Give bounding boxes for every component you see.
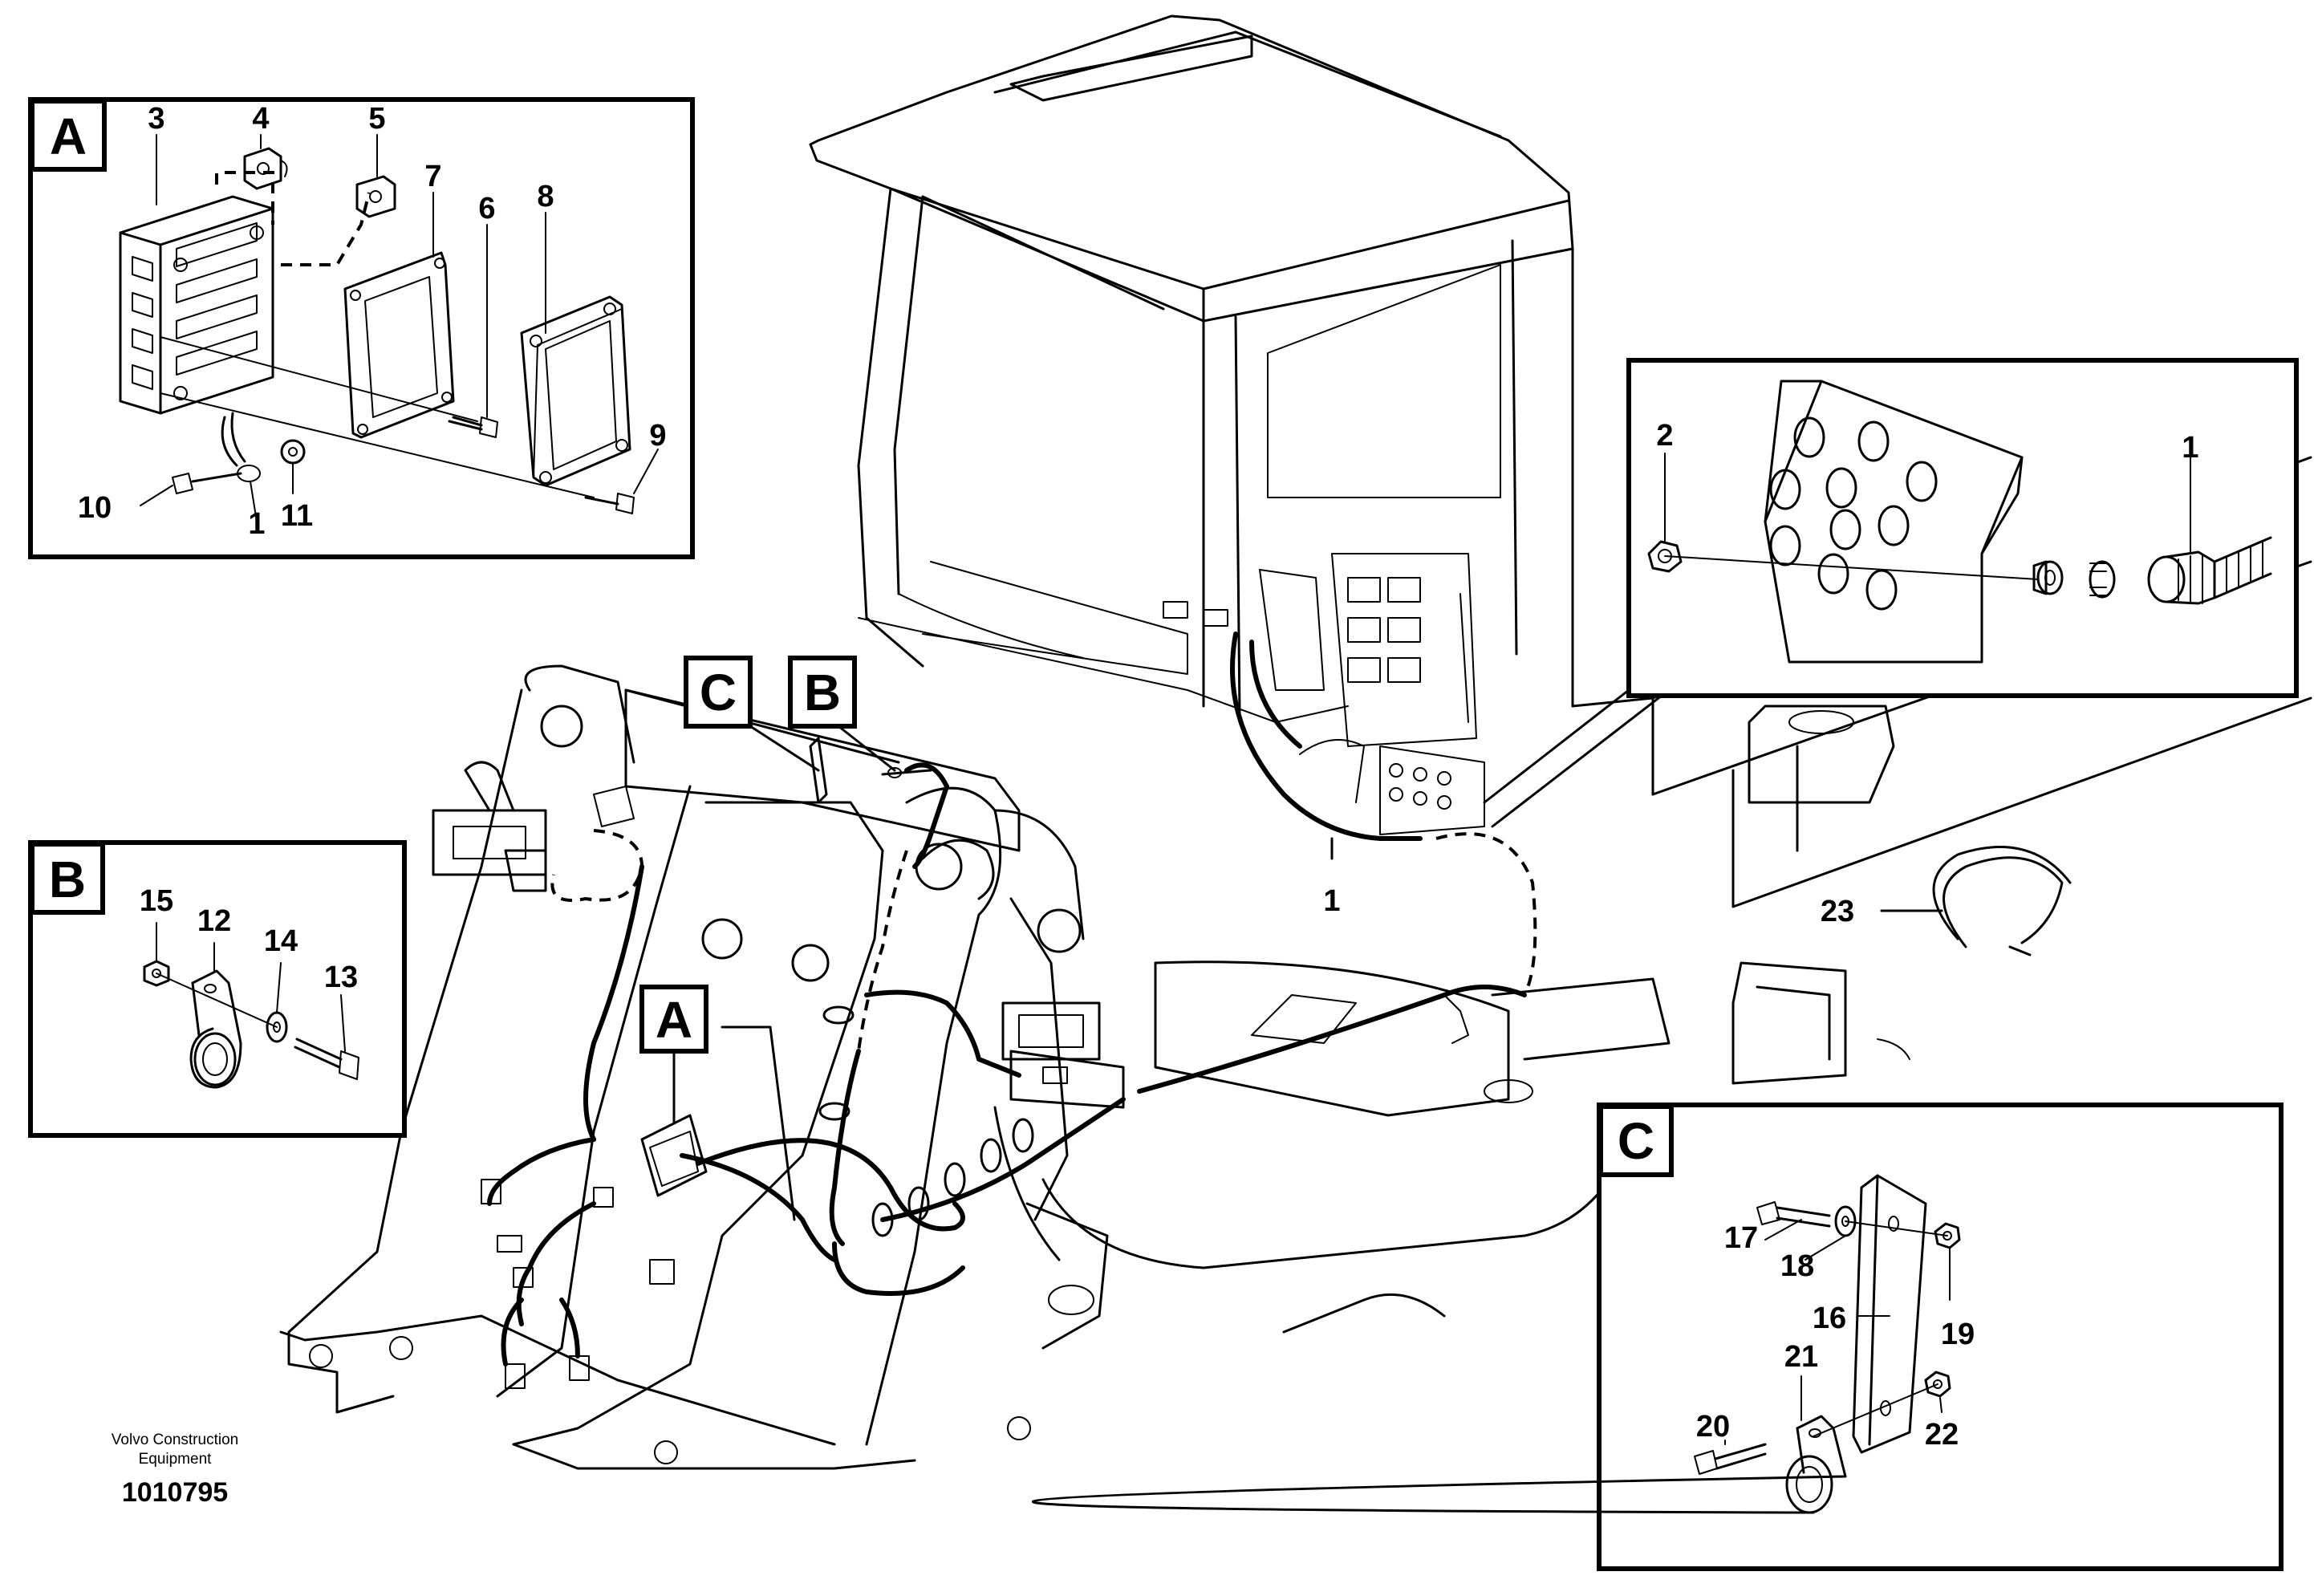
drawing-reference-number: 1010795 (122, 1477, 228, 1508)
detail-marker-c: C (684, 656, 753, 729)
work-lamp-left (432, 761, 547, 892)
panel-b-letter: B (49, 851, 86, 908)
manufacturer-line-2: Equipment (139, 1451, 213, 1468)
callout-a-3: 3 (148, 102, 164, 136)
panel-c: C (1032, 1103, 2284, 1571)
manufacturer-line-1: Volvo Construction (112, 1432, 238, 1448)
callout-c-20: 20 (1696, 1410, 1730, 1444)
detail-marker-a-label: A (656, 991, 692, 1049)
leader-lines (672, 688, 1943, 1125)
callout-right-1: 1 (2182, 431, 2198, 465)
callout-a-8: 8 (537, 180, 554, 213)
bulkhead-plate (1299, 739, 1485, 835)
callout-main-1: 1 (1323, 884, 1340, 918)
callout-c-21: 21 (1784, 1340, 1818, 1374)
detail-marker-b: B (788, 656, 857, 729)
callout-c-16: 16 (1813, 1302, 1846, 1335)
fuse-panel (1163, 553, 1477, 747)
callout-right-2: 2 (1656, 419, 1673, 453)
callout-b-14: 14 (264, 924, 298, 958)
work-lamp-right (1001, 1001, 1125, 1109)
cable-tie-ring (1932, 846, 2072, 956)
detail-marker-c-label: C (700, 664, 737, 721)
callout-b-15: 15 (140, 884, 173, 918)
callout-a-9: 9 (649, 419, 666, 453)
panel-c-letter: C (1618, 1112, 1654, 1170)
callout-b-13: 13 (324, 960, 358, 994)
callout-c-19: 19 (1941, 1318, 1975, 1351)
panel-a-letter: A (50, 108, 87, 165)
callout-a-7: 7 (424, 160, 441, 193)
callout-c-17: 17 (1724, 1221, 1758, 1255)
detail-marker-a: A (639, 985, 708, 1054)
callout-c-22: 22 (1925, 1418, 1959, 1452)
callout-a-11: 11 (281, 499, 313, 533)
boom-harness (481, 762, 1126, 1389)
callout-a-1: 1 (248, 507, 265, 541)
panel-b: B (28, 840, 407, 1138)
callout-a-5: 5 (368, 102, 385, 136)
cab-illustration (279, 14, 2312, 1470)
callout-a-4: 4 (252, 102, 269, 136)
callout-b-12: 12 (197, 904, 231, 938)
detail-marker-b-label: B (804, 664, 841, 721)
callout-c-18: 18 (1780, 1249, 1814, 1283)
callout-a-6: 6 (478, 192, 495, 225)
panel-a: A (28, 97, 695, 559)
callout-a-10: 10 (78, 491, 112, 525)
callout-main-23: 23 (1821, 895, 1854, 928)
panel-bulkhead-detail (1626, 358, 2299, 698)
connector-box-a-location (640, 1114, 708, 1197)
